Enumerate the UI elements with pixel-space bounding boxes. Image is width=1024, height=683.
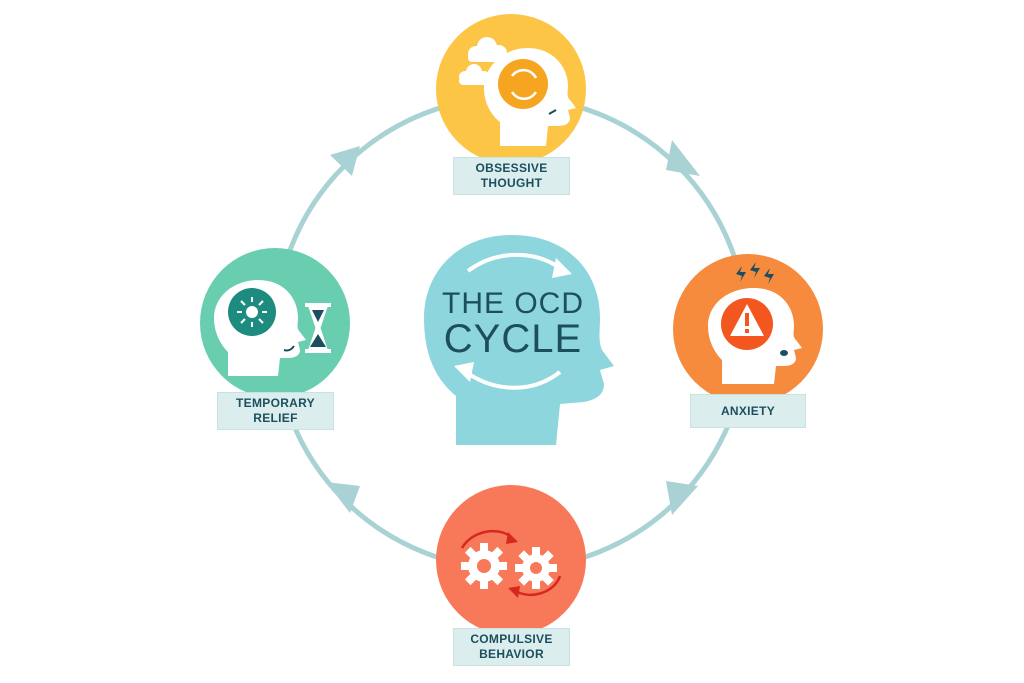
head-icon bbox=[214, 280, 306, 376]
sun-icon bbox=[237, 297, 267, 327]
label-line: RELIEF bbox=[253, 411, 298, 425]
arrow-icon bbox=[326, 482, 360, 513]
label-line: THOUGHT bbox=[480, 176, 543, 190]
compulsive-behavior-node bbox=[436, 485, 586, 635]
center-title-line1: THE OCD bbox=[442, 287, 584, 320]
arrow-icon bbox=[666, 140, 700, 176]
label-line: ANXIETY bbox=[720, 403, 776, 418]
head-icon bbox=[484, 48, 576, 146]
lightning-icon bbox=[736, 262, 774, 284]
rotate-arrow-icon bbox=[464, 370, 562, 390]
center-head-icon bbox=[424, 235, 614, 445]
brain-icon bbox=[498, 59, 548, 109]
obsessive-thought-node bbox=[436, 14, 586, 164]
cloud-icon bbox=[459, 37, 507, 85]
label-line: OBSESSIVE bbox=[475, 161, 548, 175]
rotate-arrow-icon bbox=[510, 68, 538, 79]
hourglass-icon bbox=[305, 303, 331, 353]
compulsive-behavior-label: COMPULSIVE BEHAVIOR bbox=[453, 628, 570, 666]
arrow-icon bbox=[330, 146, 360, 176]
center-title-line2: CYCLE bbox=[443, 317, 583, 361]
arrow-icon bbox=[666, 481, 698, 515]
rotate-arrow-icon bbox=[466, 252, 562, 273]
label-line: BEHAVIOR bbox=[479, 647, 544, 661]
anxiety-label: ANXIETY bbox=[690, 394, 806, 428]
label-line: TEMPORARY bbox=[236, 396, 315, 410]
temporary-relief-node bbox=[200, 248, 350, 398]
anxiety-node bbox=[673, 254, 823, 404]
label-line: COMPULSIVE bbox=[470, 632, 553, 646]
gear-icon bbox=[515, 547, 557, 589]
head-icon bbox=[708, 288, 802, 384]
gear-icon bbox=[461, 543, 507, 589]
obsessive-thought-label: OBSESSIVE THOUGHT bbox=[453, 157, 570, 195]
temporary-relief-label: TEMPORARY RELIEF bbox=[217, 392, 334, 430]
